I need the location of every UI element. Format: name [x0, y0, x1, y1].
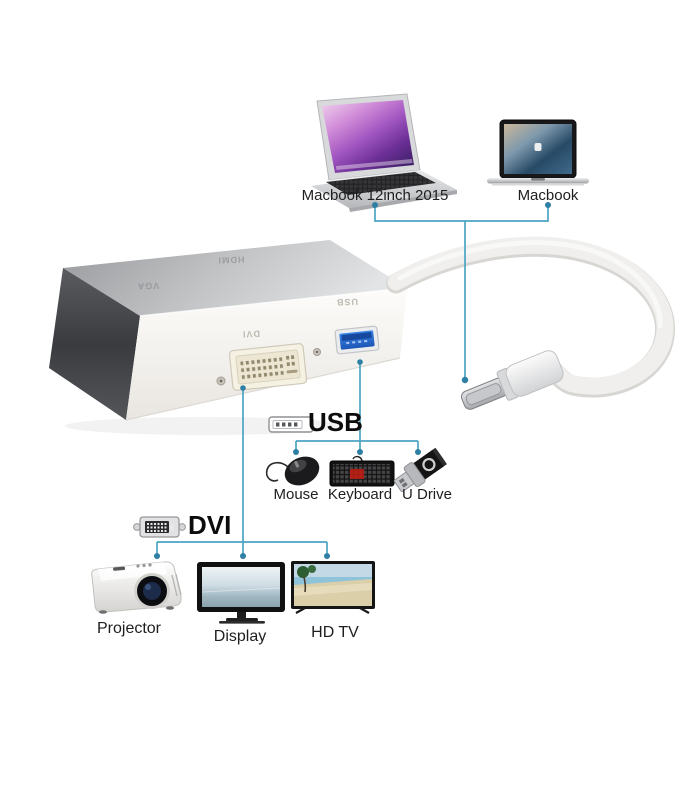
hub-engraving-hdmi: HDMI [217, 254, 245, 266]
usb-port [334, 325, 380, 355]
hdtv-label: HD TV [311, 624, 359, 641]
u-drive-label: U Drive [401, 486, 452, 503]
hub-engraving-dvi: DVI [241, 328, 261, 340]
dvi-heading: DVI [188, 510, 232, 540]
connector-dots [154, 202, 551, 559]
usb-c-hub-image [49, 240, 408, 435]
hdtv-icon [291, 561, 375, 614]
display-label: Display [213, 628, 267, 645]
macbook-image [487, 119, 589, 186]
projector-label: Projector [96, 620, 162, 637]
usb-plug-icon [268, 416, 314, 433]
keyboard-label: Keyboard [327, 486, 393, 503]
usb-c-cable-image [386, 236, 676, 410]
connector-lines [156, 206, 549, 555]
dvi-plug-icon [133, 516, 186, 538]
hub-engraving-usb: USB [335, 296, 359, 308]
hub-engraving-vga: VGA [136, 280, 160, 292]
dvi-port [228, 343, 308, 391]
apple-logo-icon [534, 143, 542, 151]
mouse-label: Mouse [273, 486, 319, 503]
macbook-12inch-2015-label: Macbook 12inch 2015 [301, 187, 449, 204]
u-drive-icon [393, 447, 447, 492]
mouse-icon [265, 456, 320, 486]
display-icon [197, 562, 285, 624]
macbook-label: Macbook [517, 187, 579, 204]
usb-c-plug-icon [460, 350, 564, 410]
usb-heading: USB [308, 407, 363, 437]
keyboard-icon [329, 455, 395, 487]
projector-icon [91, 561, 182, 614]
